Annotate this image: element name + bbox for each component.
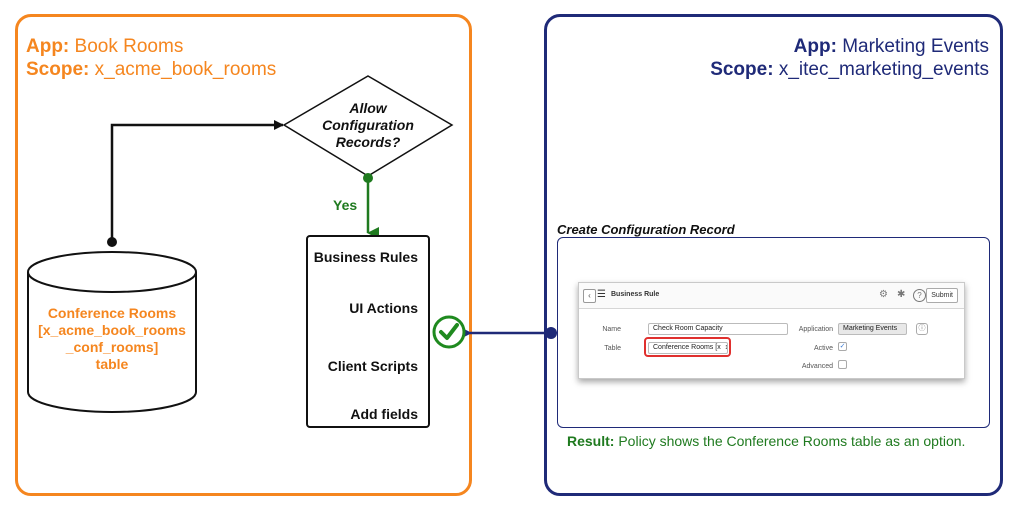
config-record-title: Create Configuration Record	[557, 222, 735, 237]
application-label: Application	[798, 326, 833, 333]
extension-ui-actions: UI Actions	[349, 300, 418, 316]
table-label: Table	[604, 345, 621, 352]
yes-arrow	[363, 173, 379, 239]
submit-button[interactable]: Submit	[926, 288, 958, 303]
application-field: Marketing Events	[838, 323, 907, 335]
active-label: Active	[813, 345, 833, 352]
hamburger-menu-icon[interactable]: ☰	[597, 289, 606, 300]
chevron-left-icon[interactable]: ‹	[583, 289, 596, 303]
info-icon[interactable]: ⓘ	[916, 323, 928, 335]
form-header: ‹ ☰ Business Rule ⚙ ✱ ? Submit	[579, 283, 964, 309]
yes-label: Yes	[333, 197, 358, 213]
book-rooms-app-panel	[15, 14, 472, 496]
paperclip-icon[interactable]: ✱	[897, 289, 906, 300]
config-record-arrow	[458, 326, 557, 340]
business-rule-form: ‹ ☰ Business Rule ⚙ ✱ ? Submit Name Chec…	[578, 282, 965, 379]
right-app-name: App: Marketing Events	[793, 36, 989, 57]
extension-client-scripts: Client Scripts	[327, 358, 418, 374]
result-text: Result: Policy shows the Conference Room…	[567, 433, 966, 449]
help-circle-icon[interactable]: ?	[913, 289, 926, 302]
advanced-checkbox[interactable]	[838, 360, 847, 369]
extension-add-fields: Add fields	[350, 406, 418, 422]
form-title: Business Rule	[611, 291, 660, 298]
conference-rooms-table-cylinder	[27, 251, 197, 413]
left-app-name: App: Book Rooms	[26, 36, 184, 57]
advanced-label: Advanced	[801, 363, 833, 370]
extension-points-box: Business Rules UI Actions Client Scripts…	[306, 235, 430, 428]
check-circle-icon	[432, 315, 466, 349]
table-select[interactable]: Conference Rooms [x ↕	[648, 342, 728, 354]
active-checkbox[interactable]: ✓	[838, 342, 847, 351]
conference-rooms-table-label: Conference Rooms [x_acme_book_rooms _con…	[38, 305, 186, 372]
gear-icon[interactable]: ⚙	[879, 289, 888, 300]
marketing-events-app-panel	[544, 14, 1003, 496]
name-label: Name	[602, 326, 621, 333]
table-to-decision-arrow	[107, 120, 284, 247]
name-field[interactable]: Check Room Capacity	[648, 323, 788, 335]
left-app-scope: Scope: x_acme_book_rooms	[26, 59, 277, 80]
extension-business-rules: Business Rules	[313, 249, 418, 265]
table-field-highlight	[644, 337, 731, 357]
right-app-scope: Scope: x_itec_marketing_events	[710, 59, 989, 80]
decision-text: Allow Configuration Records?	[322, 100, 414, 150]
